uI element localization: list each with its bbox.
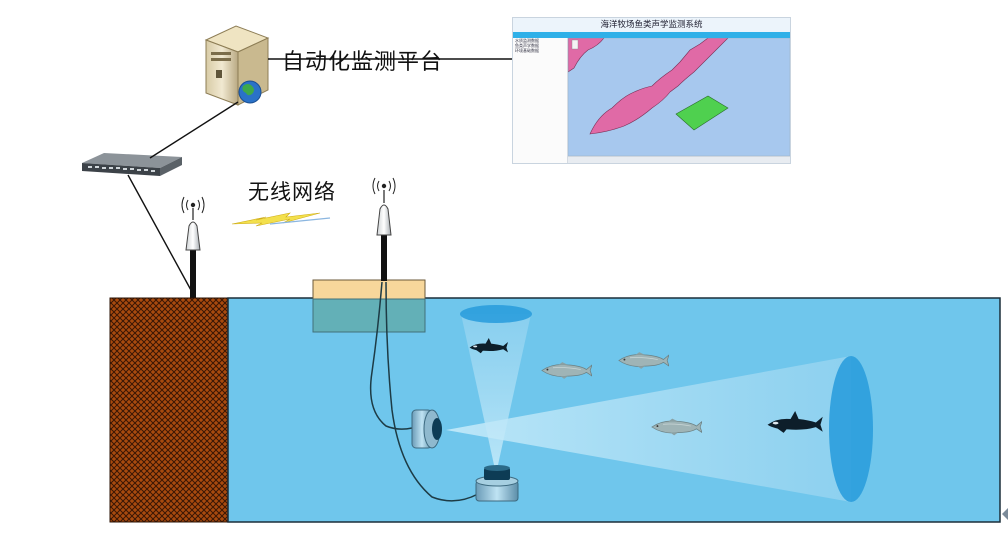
buoy-platform [312, 279, 426, 333]
software-map-view [567, 37, 790, 157]
platform-label: 自动化监测平台 [282, 50, 444, 75]
vertical-beam-end [460, 305, 532, 323]
shore-antenna-icon [181, 196, 205, 298]
software-scrollbar [568, 156, 790, 163]
software-tree-panel: 水质监测数据 鱼类声学数据 环境基础数据 [513, 38, 568, 163]
wireless-signal-icon [231, 212, 321, 227]
tree-item: 环境基础数据 [515, 48, 539, 53]
corner-arrow-icon [1002, 508, 1008, 520]
buoy-antenna-icon [372, 177, 396, 281]
wireless-network-label: 无线网络 [248, 180, 336, 204]
tree-item: 鱼类声学数据 [515, 43, 539, 48]
cable-to-bottom-transducer [385, 281, 479, 502]
shore-block [109, 297, 229, 523]
server-icon [204, 25, 270, 106]
software-title: 海洋牧场鱼类声学监测系统 [513, 18, 790, 32]
server-to-switch-line [149, 101, 239, 159]
side-transducer-icon [411, 409, 442, 449]
map-fish-farm [675, 95, 729, 131]
cable-to-side-transducer [369, 281, 413, 430]
horizontal-sonar-beam [446, 356, 851, 502]
monitoring-software-screenshot: 海洋牧场鱼类声学监测系统 水质监测数据 鱼类声学数据 环境基础数据 [512, 17, 791, 164]
switch-to-shore-antenna-line [127, 174, 193, 293]
horizontal-beam-end [829, 356, 873, 502]
tree-item: 水质监测数据 [515, 38, 539, 43]
network-switch-icon [82, 153, 182, 176]
vertical-sonar-beam [461, 314, 531, 474]
bottom-transducer-icon [475, 465, 519, 502]
software-menubar [513, 32, 790, 38]
wireless-underline [269, 217, 331, 225]
